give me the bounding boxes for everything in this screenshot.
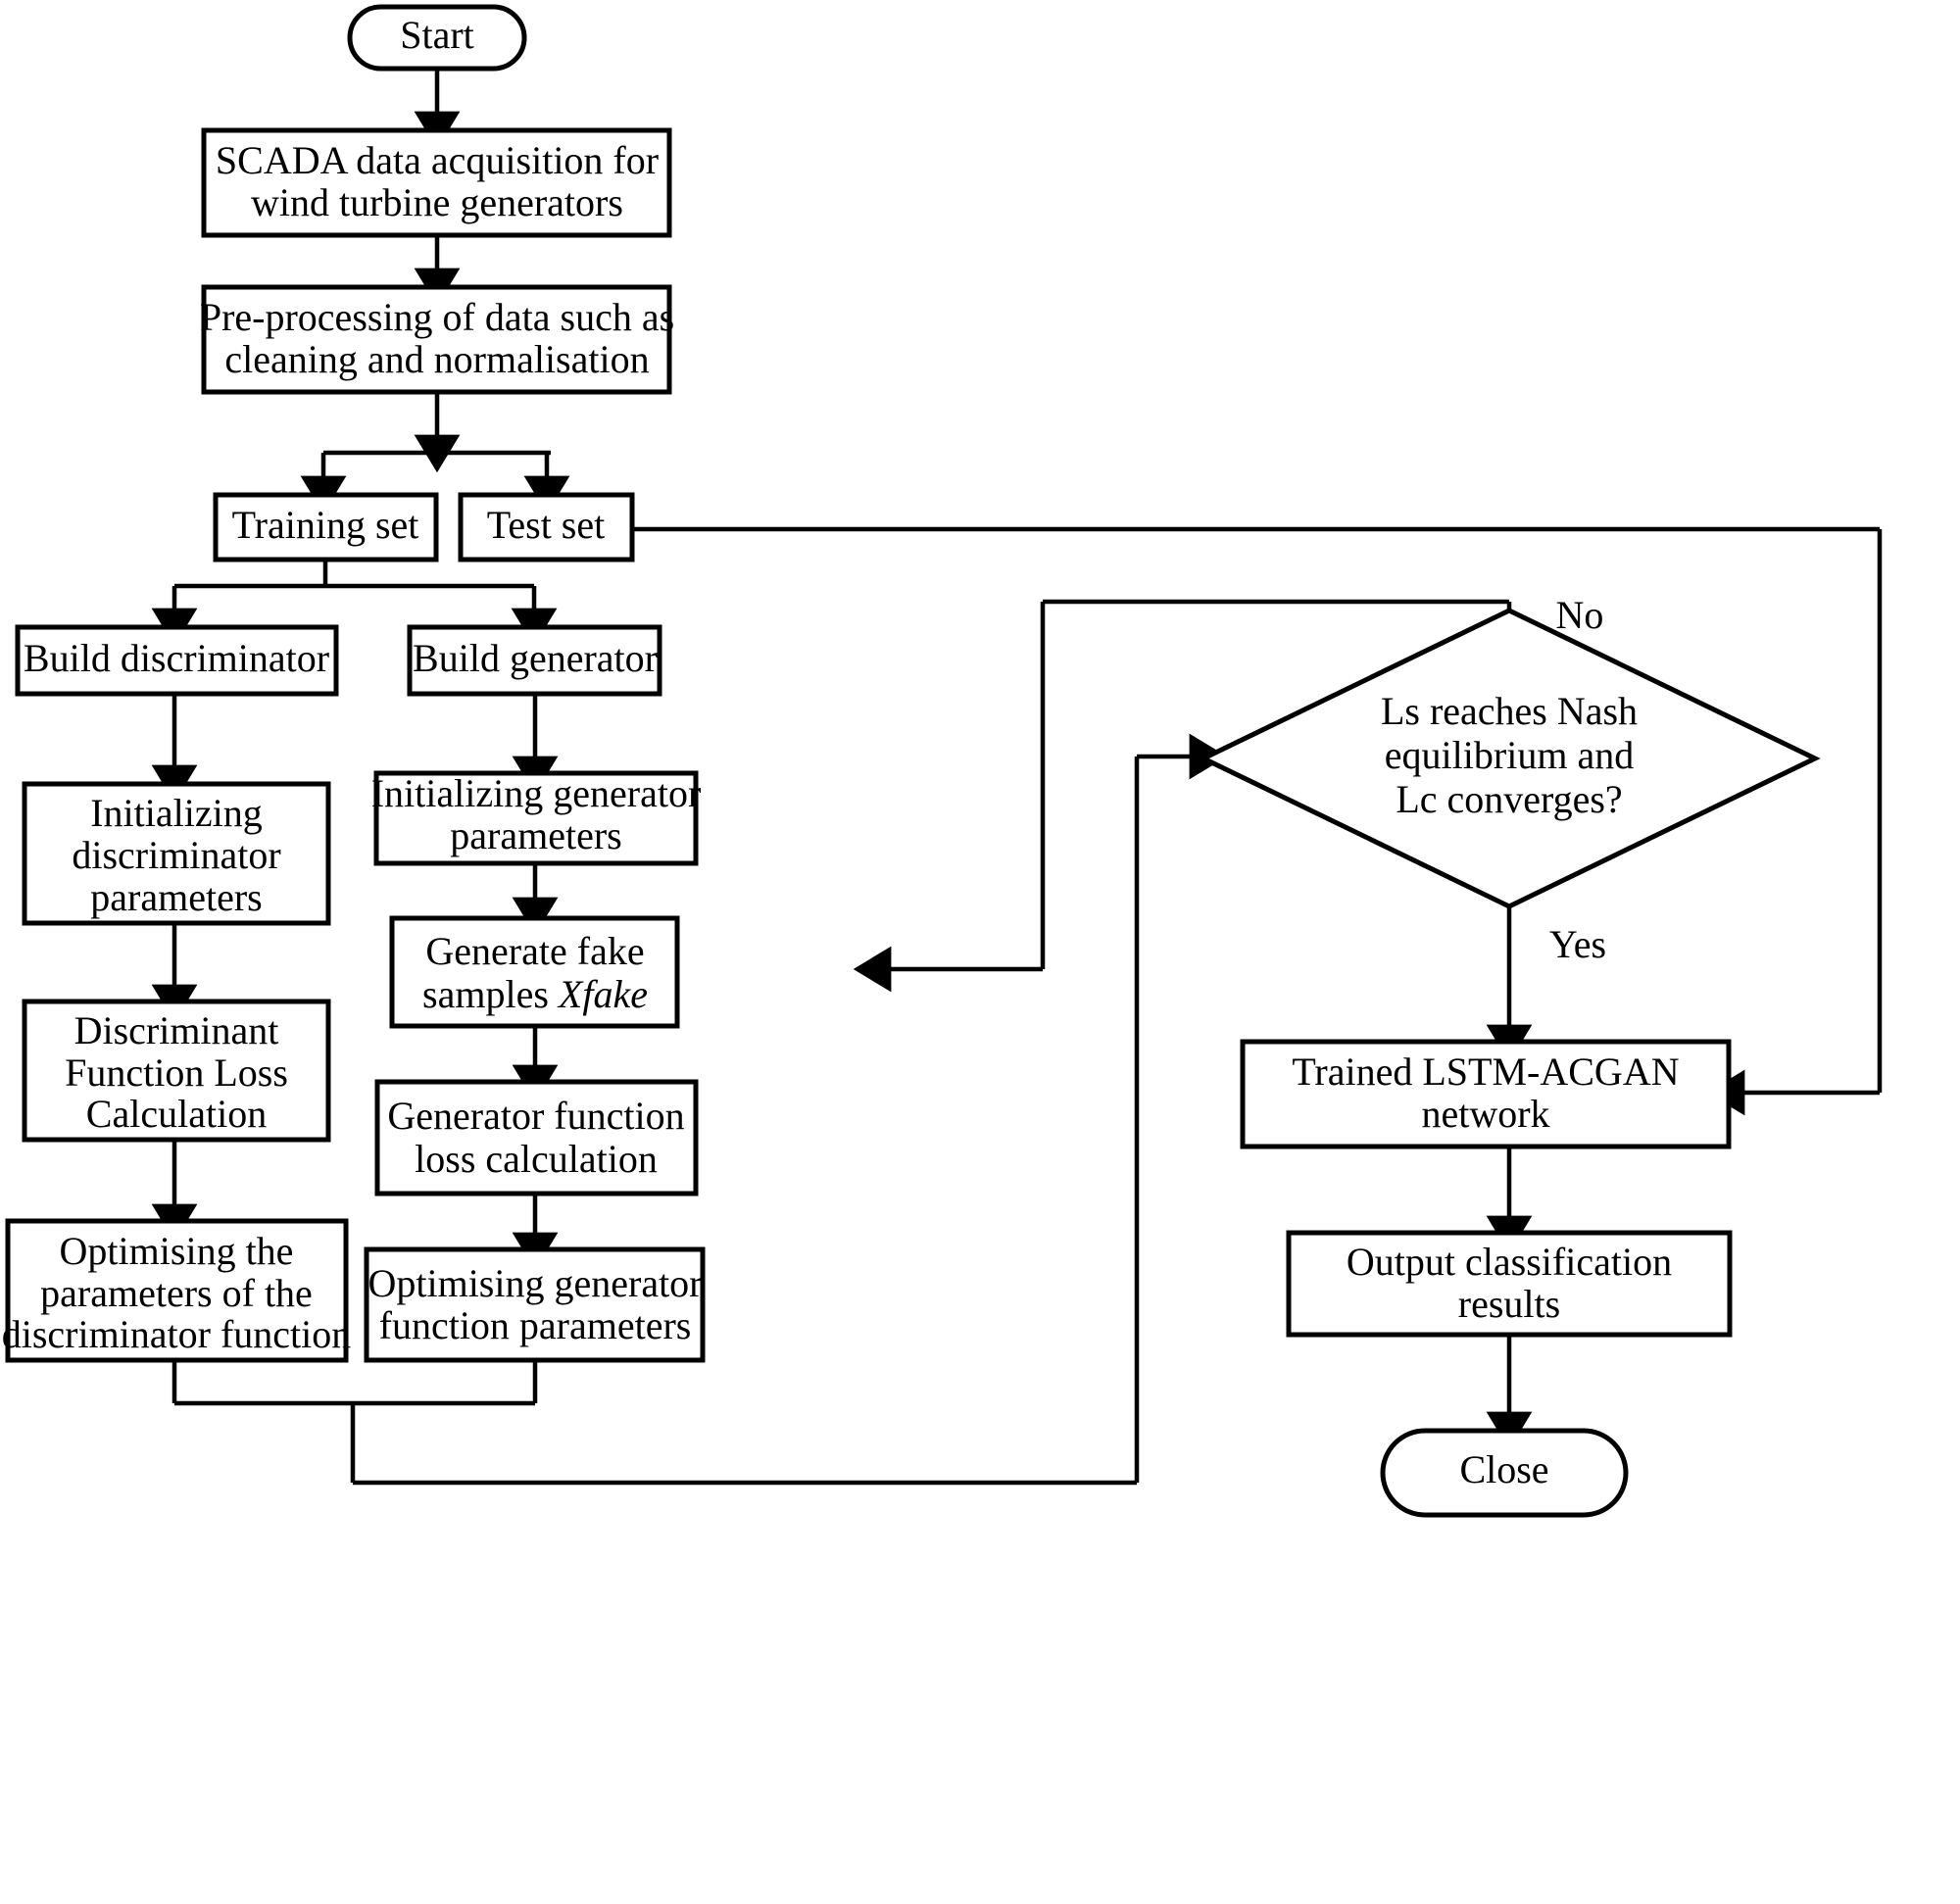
init-generator-line2: parameters <box>450 813 621 857</box>
build-discriminator-label: Build discriminator <box>24 636 329 680</box>
discriminant-loss-line2: Function Loss <box>65 1050 288 1095</box>
start-label: Start <box>400 13 474 57</box>
node-scada-acquisition[interactable]: SCADA data acquisition for wind turbine … <box>201 127 672 238</box>
optimise-discriminator-shape <box>5 1218 349 1363</box>
optimise-generator-line2: function parameters <box>379 1303 692 1347</box>
generator-loss-line1: Generator function <box>387 1094 684 1138</box>
node-preprocessing[interactable]: Pre-processing of data such as cleaning … <box>200 284 674 395</box>
fake-samples-line2-prefix: samples <box>422 972 559 1016</box>
fake-samples-line2: samples Xfake <box>422 972 648 1016</box>
output-results-line2: results <box>1458 1282 1560 1326</box>
preprocess-shape <box>201 284 672 395</box>
node-training-set[interactable]: Training set <box>213 492 439 562</box>
scada-label-line2: wind turbine generators <box>251 180 623 224</box>
node-generate-fake-samples[interactable]: Generate fake samples Xfake <box>389 915 680 1029</box>
discriminant-loss-line1: Discriminant <box>74 1008 279 1052</box>
preprocess-label-line2: cleaning and normalisation <box>224 337 649 381</box>
init-generator-line1: Initializing generator <box>371 771 702 815</box>
init-discriminator-line1: Initializing <box>90 791 263 835</box>
optimise-discriminator-line1: Optimising the <box>60 1229 294 1273</box>
build-generator-shape <box>407 624 662 697</box>
output-results-shape <box>1286 1230 1733 1338</box>
init-discriminator-line2: discriminator <box>72 833 280 877</box>
discriminant-loss-shape <box>22 999 331 1143</box>
scada-shape <box>201 127 672 238</box>
build-discriminator-shape <box>15 624 339 697</box>
node-generator-loss[interactable]: Generator function loss calculation <box>374 1079 699 1196</box>
fake-samples-line1: Generate fake <box>425 929 644 973</box>
optimise-discriminator-line3: discriminator function <box>2 1312 352 1356</box>
decision-line1: Ls reaches Nash <box>1381 689 1638 733</box>
close-shape <box>1380 1428 1629 1518</box>
node-output-results[interactable]: Output classification results <box>1286 1230 1733 1338</box>
training-set-shape <box>213 492 439 562</box>
node-close[interactable]: Close <box>1380 1428 1629 1518</box>
generator-loss-line2: loss calculation <box>415 1137 658 1181</box>
decision-shape <box>1198 608 1821 909</box>
scada-label-line1: SCADA data acquisition for <box>216 138 659 182</box>
trained-network-line2: network <box>1421 1092 1549 1136</box>
node-optimise-generator[interactable]: Optimising generator function parameters <box>364 1246 706 1363</box>
build-generator-label: Build generator <box>413 636 658 680</box>
node-discriminant-loss[interactable]: Discriminant Function Loss Calculation <box>22 999 331 1143</box>
close-label: Close <box>1459 1447 1548 1491</box>
discriminant-loss-line3: Calculation <box>86 1092 267 1136</box>
node-decision-nash-equilibrium[interactable]: Ls reaches Nash equilibrium and Lc conve… <box>1198 608 1821 909</box>
trained-network-line1: Trained LSTM-ACGAN <box>1292 1050 1679 1094</box>
init-discriminator-line3: parameters <box>90 875 262 919</box>
node-trained-network[interactable]: Trained LSTM-ACGAN network <box>1240 1039 1732 1149</box>
node-test-set[interactable]: Test set <box>458 492 635 562</box>
fake-samples-shape <box>389 915 680 1029</box>
init-discriminator-shape <box>22 781 331 926</box>
trained-network-shape <box>1240 1039 1732 1149</box>
start-shape <box>347 4 527 72</box>
optimise-generator-shape <box>364 1246 706 1363</box>
edge-label-no: No <box>1556 593 1604 637</box>
node-start[interactable]: Start <box>347 4 527 72</box>
optimise-discriminator-line2: parameters of the <box>40 1271 313 1315</box>
node-build-generator[interactable]: Build generator <box>407 624 662 697</box>
node-optimise-discriminator[interactable]: Optimising the parameters of the discrim… <box>2 1218 352 1363</box>
generator-loss-shape <box>374 1079 699 1196</box>
init-generator-shape <box>373 770 699 866</box>
decision-line3: Lc converges? <box>1396 777 1622 821</box>
fake-samples-line2-italic: Xfake <box>557 972 648 1016</box>
test-set-label: Test set <box>487 503 606 547</box>
output-results-line1: Output classification <box>1347 1240 1672 1284</box>
training-set-label: Training set <box>232 503 419 547</box>
optimise-generator-line1: Optimising generator <box>368 1261 702 1305</box>
decision-line2: equilibrium and <box>1385 733 1634 777</box>
node-init-generator-params[interactable]: Initializing generator parameters <box>371 770 702 866</box>
node-init-discriminator-params[interactable]: Initializing discriminator parameters <box>22 781 331 926</box>
test-set-shape <box>458 492 635 562</box>
node-build-discriminator[interactable]: Build discriminator <box>15 624 339 697</box>
edge-label-yes: Yes <box>1549 922 1606 966</box>
preprocess-label-line1: Pre-processing of data such as <box>200 295 674 339</box>
